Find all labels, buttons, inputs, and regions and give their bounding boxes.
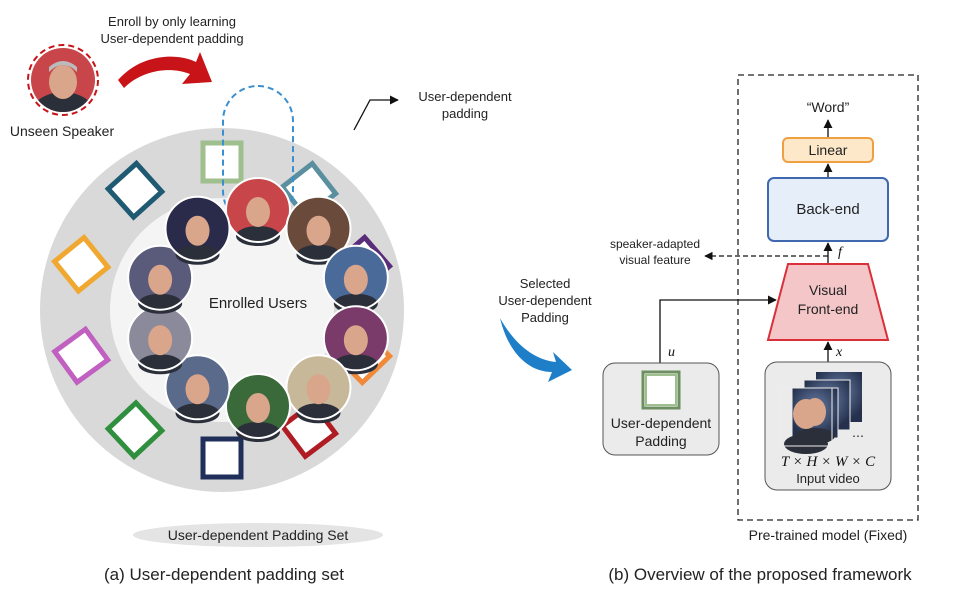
backend-block bbox=[767, 177, 889, 242]
padding-square bbox=[104, 159, 166, 221]
enrolled-user-face bbox=[285, 195, 352, 265]
speaker-feature-line1: speaker-adapted bbox=[610, 237, 700, 251]
caption-b: (b) Overview of the proposed framework bbox=[608, 565, 912, 584]
selected-line2: User-dependent bbox=[498, 293, 592, 308]
enrolled-user-face bbox=[127, 244, 194, 314]
enrolled-user-face bbox=[225, 177, 291, 246]
unseen-speaker-label: Unseen Speaker bbox=[10, 123, 115, 139]
panel-a: User-dependent Padding Set Enrolled User… bbox=[10, 14, 512, 584]
caption-a: (a) User-dependent padding set bbox=[104, 565, 344, 584]
enrolled-user-face bbox=[127, 305, 194, 375]
padding-input-arrow bbox=[659, 295, 777, 363]
f-symbol: f bbox=[838, 245, 844, 260]
enrolled-faces bbox=[127, 177, 389, 442]
visual-frontend-block bbox=[766, 263, 890, 341]
center-label: Enrolled Users bbox=[209, 295, 307, 312]
padding-module-icon bbox=[641, 370, 681, 410]
pretrained-label: Pre-trained model (Fixed) bbox=[749, 527, 908, 543]
enrolled-user-face bbox=[164, 354, 231, 424]
enrolled-user-face bbox=[225, 373, 291, 442]
padding-square bbox=[104, 399, 166, 461]
enrolled-user-face bbox=[285, 354, 352, 424]
padding-square bbox=[51, 234, 112, 295]
linear-label: Linear bbox=[809, 142, 848, 158]
enroll-arrow-icon bbox=[118, 52, 212, 88]
selected-line3: Padding bbox=[521, 310, 569, 325]
ring-caption-bg bbox=[133, 523, 383, 547]
video-dims: T × H × W × C bbox=[781, 454, 876, 470]
x-symbol: x bbox=[835, 345, 843, 360]
output-word: “Word” bbox=[807, 99, 850, 115]
svg-text:⋯: ⋯ bbox=[852, 429, 864, 443]
ring-caption: User-dependent Padding Set bbox=[168, 527, 349, 543]
enrolled-user-face bbox=[164, 195, 231, 265]
pretrained-model-box bbox=[737, 74, 919, 521]
padding-callout-line bbox=[353, 95, 399, 131]
panel-b: Selected User-dependent Padding Pre-trai… bbox=[498, 74, 919, 584]
frontend-line2: Front-end bbox=[798, 301, 859, 317]
selected-line1: Selected bbox=[520, 276, 571, 291]
padding-square bbox=[200, 436, 244, 480]
callout-line1: User-dependent bbox=[418, 89, 512, 104]
enroll-note-line2: User-dependent padding bbox=[100, 31, 243, 46]
selected-padding-highlight bbox=[222, 85, 294, 227]
padding-box-line1: User-dependent bbox=[611, 415, 712, 431]
u-symbol: u bbox=[668, 345, 675, 360]
linear-block bbox=[782, 137, 874, 163]
speaker-feature-line2: visual feature bbox=[619, 253, 691, 267]
padding-square bbox=[51, 325, 112, 386]
selected-arrow-icon bbox=[500, 318, 572, 382]
unseen-speaker-avatar bbox=[27, 44, 99, 116]
frontend-line1: Visual bbox=[809, 282, 847, 298]
video-label: Input video bbox=[796, 471, 860, 486]
padding-box-line2: Padding bbox=[635, 433, 686, 449]
enroll-note-line1: Enroll by only learning bbox=[108, 14, 236, 29]
backend-label: Back-end bbox=[796, 201, 859, 218]
callout-line2: padding bbox=[442, 106, 488, 121]
video-frames: ⋯ bbox=[779, 372, 864, 454]
